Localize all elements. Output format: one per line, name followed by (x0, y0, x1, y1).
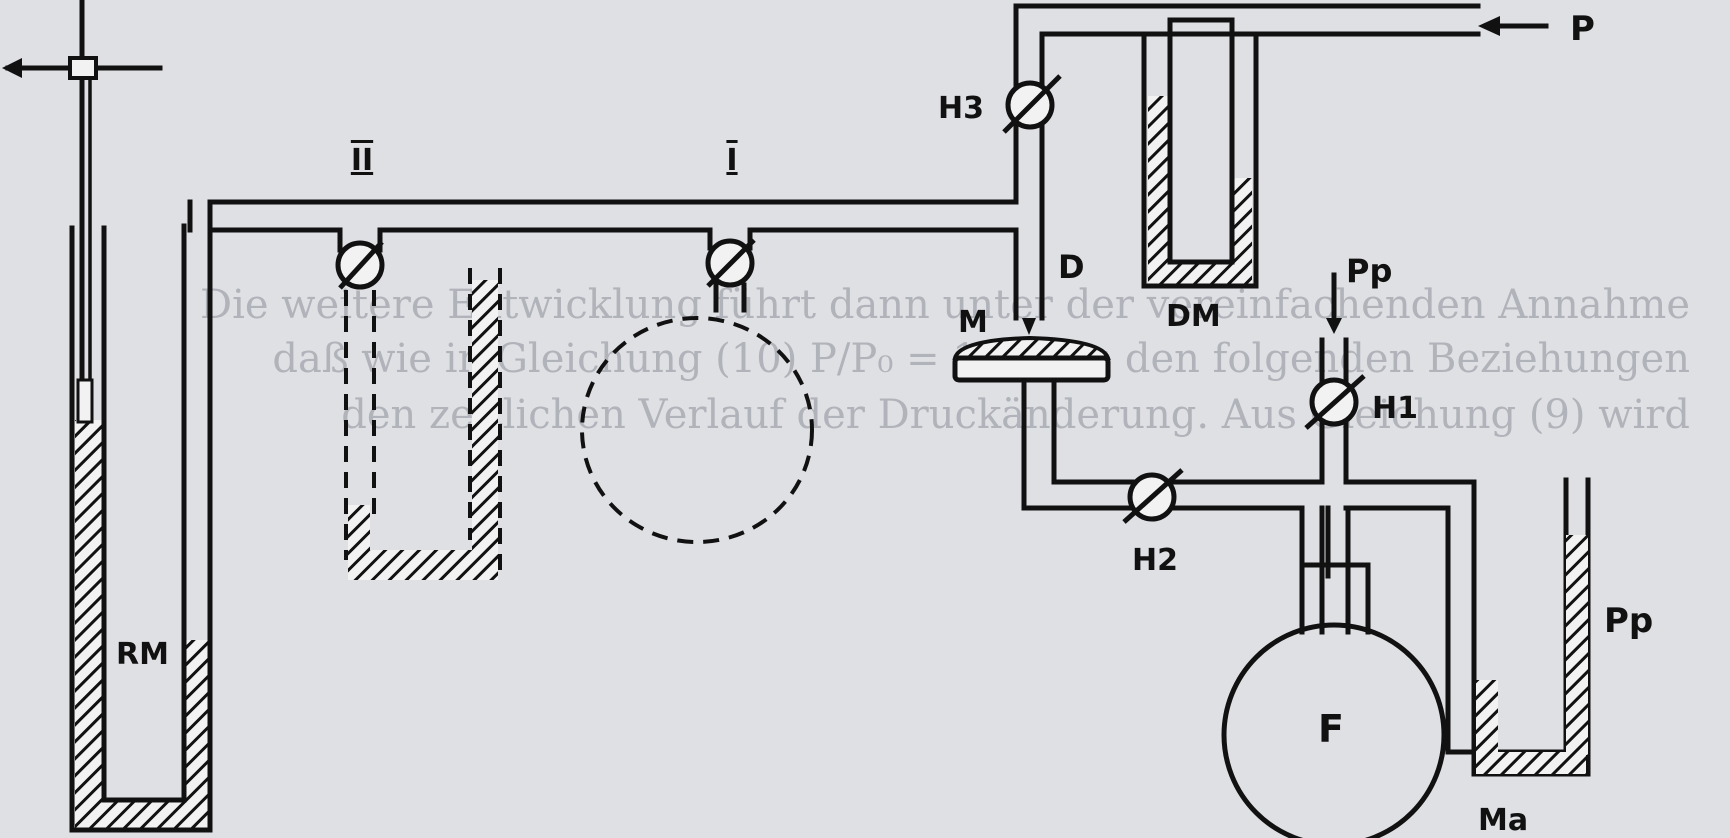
manifold (187, 3, 1481, 233)
d-tube (952, 227, 1111, 383)
ma-inner-wall (1343, 477, 1569, 755)
ma-outer-wall (1343, 409, 1591, 777)
rm-inner-wall (101, 223, 187, 803)
p-arrow-icon (1478, 16, 1500, 36)
label-pp-top: Pp (1346, 252, 1392, 290)
d-tube-walls (1013, 227, 1045, 321)
branch-ii-dashed-right (468, 268, 502, 570)
labels: P H3 D DM M Pp H1 H2 F Pp Ma RM II I (116, 9, 1653, 838)
branch-ii-mercury-right (472, 280, 498, 580)
m-housing (952, 355, 1111, 383)
f-flask (1221, 505, 1447, 838)
valve-h3-handle[interactable] (1002, 74, 1062, 134)
label-i: I (726, 143, 737, 178)
branch-ii (335, 227, 502, 580)
dm-manometer (1141, 16, 1549, 289)
lower-line-inner (1051, 377, 1325, 485)
ma-left-mercury (1476, 680, 1498, 774)
valve-h1-handle[interactable] (1304, 374, 1366, 430)
m-membrane-icon (952, 335, 1111, 360)
ma-bottom-mercury (1476, 752, 1586, 774)
dm-right-mercury (1232, 178, 1252, 264)
valve-ii-handle[interactable] (338, 240, 384, 290)
f-flask-body (1221, 622, 1447, 838)
label-ma: Ma (1478, 803, 1528, 838)
rm-manometer (2, 0, 1019, 833)
branch-ii-mercury-bottom (348, 550, 498, 580)
label-ii: II (351, 143, 373, 178)
bleed-through-text: Die weitere Entwicklung führt dann unter… (200, 282, 1690, 438)
ma-right-mercury (1566, 535, 1588, 755)
label-m: M (958, 305, 988, 340)
ma-manometer (1445, 505, 1588, 774)
rm-right-mercury (184, 640, 208, 800)
bulb-i-dashed (580, 316, 814, 544)
label-d: D (1058, 248, 1085, 286)
bleed-line-1: Die weitere Entwicklung führt dann unter… (200, 282, 1690, 328)
label-f: F (1318, 707, 1344, 751)
bleed-line-3: den zeitlichen Verlauf der Druckänderung… (341, 392, 1690, 438)
rm-bottom-mercury (75, 800, 208, 828)
dm-inner-wall (1167, 17, 1235, 265)
lower-line (1021, 377, 1591, 777)
rm-float (76, 378, 94, 424)
rm-arrow-left-icon (2, 58, 22, 78)
label-dm: DM (1166, 299, 1221, 334)
h1-valve (1304, 272, 1366, 430)
label-h1: H1 (1372, 391, 1418, 426)
label-rm: RM (116, 637, 169, 672)
dm-left-mercury (1148, 96, 1170, 264)
label-pp-right: Pp (1604, 601, 1653, 641)
valve-i-handle[interactable] (706, 238, 756, 288)
manifold-riser-inner (1039, 31, 1481, 233)
label-h3: H3 (938, 91, 984, 126)
branch-i (580, 227, 814, 544)
manifold-riser-outer (1013, 3, 1481, 205)
rm-slider (68, 56, 98, 80)
label-h2: H2 (1132, 543, 1178, 578)
dm-bottom-mercury (1148, 262, 1252, 284)
f-neck (1319, 505, 1351, 635)
rm-left-mercury (75, 420, 103, 800)
lower-line-outer (1021, 377, 1305, 579)
d-tube-tip (1022, 318, 1036, 335)
rm-outer-wall (69, 199, 1019, 833)
valve-h2-handle[interactable] (1122, 468, 1184, 524)
label-p: P (1570, 9, 1595, 49)
branch-i-neck (713, 282, 747, 313)
h3-valve (1002, 74, 1062, 134)
f-neck-collar (1299, 562, 1371, 635)
pp-arrow-icon (1326, 318, 1342, 334)
branch-ii-dashed-left (344, 290, 376, 560)
dm-outer-wall (1141, 31, 1259, 289)
